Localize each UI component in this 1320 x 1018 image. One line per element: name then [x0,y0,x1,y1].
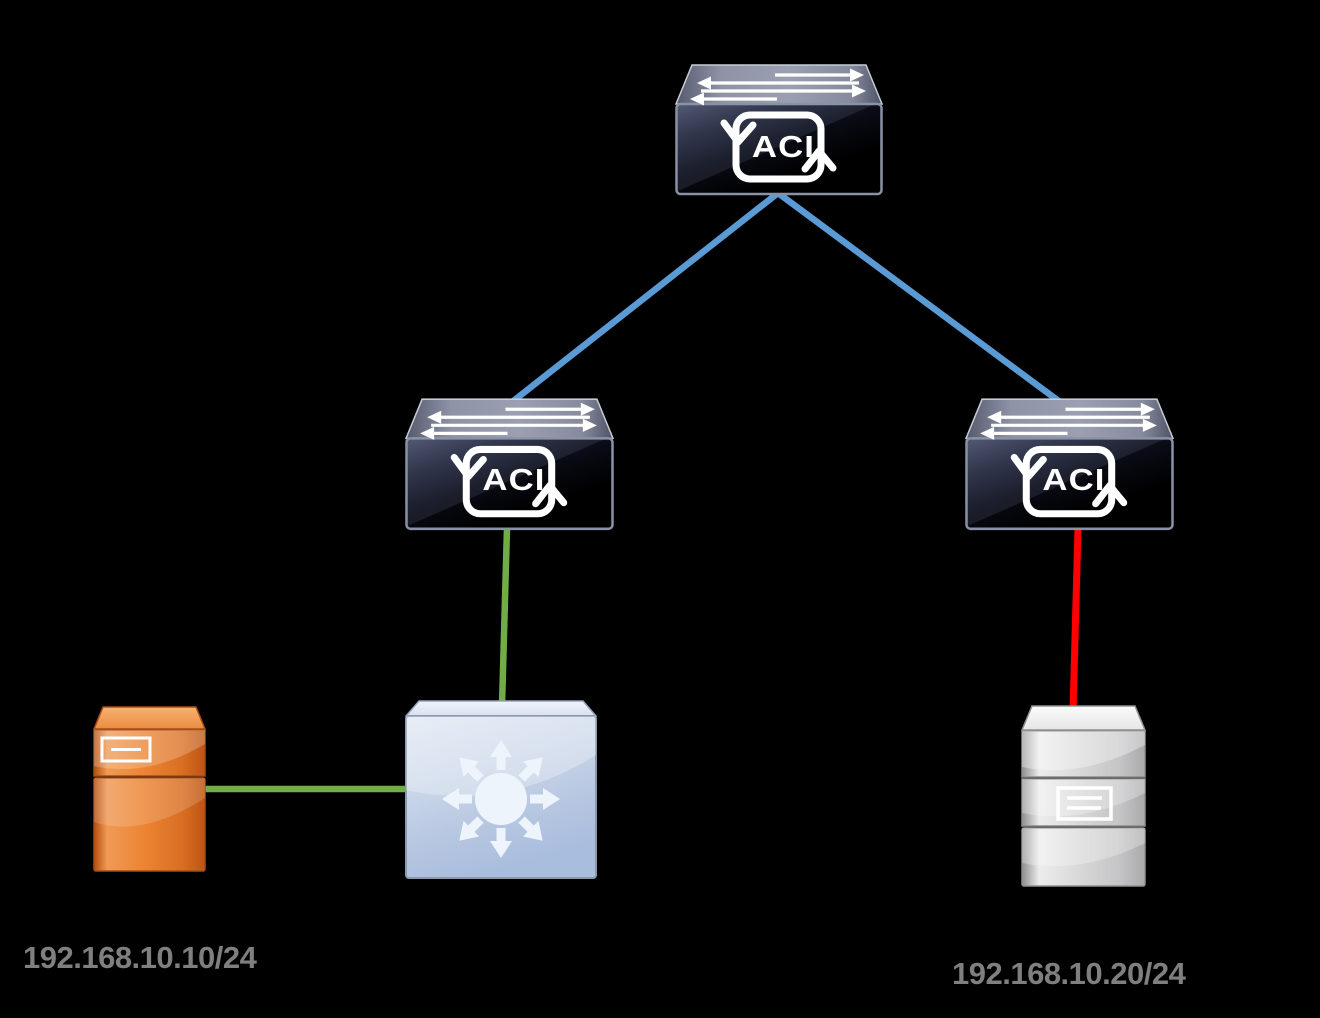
server-gloss [94,778,205,827]
server-gloss [1022,731,1145,771]
leaf-switch-left: ACI [405,397,614,532]
router-multidirectional-arrows-icon [442,740,560,858]
server-drive-icon [1056,786,1113,821]
router-box [405,700,597,879]
spine-switch: ACI [675,64,883,196]
link-spine-to-left-leaf [509,190,781,405]
server-left [93,706,206,872]
leaf-switch-right: ACI [965,397,1174,532]
server-top-face [1021,705,1146,731]
ip-label-left: 192.168.10.10/24 [23,940,257,975]
server-top-face [93,706,206,730]
ip-label-right: 192.168.10.20/24 [952,956,1186,991]
aci-label: ACI [1042,462,1106,497]
server-upper-panel [1021,730,1146,778]
router [405,700,597,879]
link-spine-to-right-leaf [776,190,1062,405]
aci-label: ACI [751,129,816,164]
server-lower-panel [1021,827,1146,887]
server-lower-panel [93,777,206,872]
server-tower-icon [93,706,206,872]
link-right-leaf-to-right-server [1069,527,1082,713]
server-right [1021,705,1146,887]
server-slot-icon [100,736,152,763]
router-top-face [405,700,597,717]
server-gloss [1022,828,1145,867]
aci-label: ACI [482,462,546,497]
link-left-leaf-to-router [498,527,511,707]
server-tower-icon [1021,705,1146,887]
